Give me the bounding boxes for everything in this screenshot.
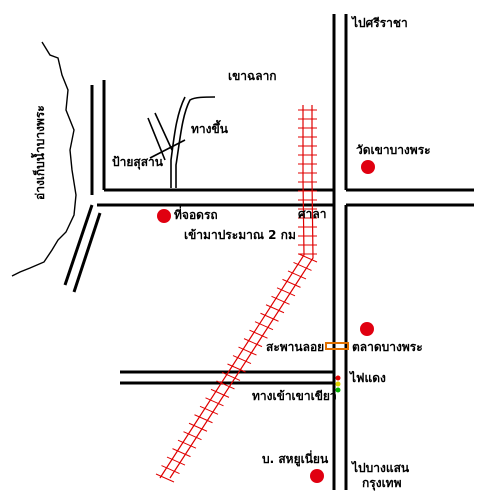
label-distance: เข้ามาประมาณ 2 กม [184,228,296,242]
traffic-light-yellow [335,381,341,387]
railway-tie [265,304,285,314]
railway-tie [216,380,235,390]
railway-tie [199,405,219,415]
railway-tie [188,422,208,432]
sign-pointer [149,139,186,159]
railway-tie [293,262,312,271]
traffic-light-red [335,375,341,381]
railway-tie [227,363,246,373]
railway-tie [260,312,279,322]
label-wat: วัดเขาบางพระ [356,143,431,157]
railway-tie [243,338,263,348]
reservoir-road-2 [72,212,102,293]
railway-tie [210,388,230,398]
landmark-market [360,322,374,336]
railway-tie [221,372,241,381]
railway-tie [183,431,202,441]
railway-tie [282,278,301,288]
cemetery-path [147,112,173,161]
label-market: ตลาดบางพระ [352,340,423,354]
label-uphill-path: ทางขึ้น [191,122,228,136]
label-traffic-light: ไฟแดง [350,371,386,385]
label-sala: ศาลา [298,207,327,221]
uphill-path [175,96,216,188]
label-reservoir: อ่างเก็บน้ำบางพระ [33,105,47,200]
railway-tie [172,448,191,458]
railway-rail [169,105,314,479]
railway-tie [249,329,268,339]
railway-tie [166,456,186,466]
railway-tie [155,473,175,483]
label-khao-lak: เขาฉลาก [228,69,277,83]
label-khao-khiao-road: ทางเข้าเขาเขียว [252,389,337,403]
reservoir-road-1 [63,204,94,286]
landmark-bus-station [310,469,324,483]
pedestrian-bridge [325,342,349,350]
railway-tie [298,253,318,263]
reservoir-shoreline [11,41,77,277]
label-bridge: สะพานลอย [266,340,325,354]
railway-tie [194,414,213,424]
label-to-bang-saen: ไปบางแสน [352,461,410,475]
railway-tie [238,346,257,356]
railway-tie [271,295,290,305]
uphill-path-inner [170,96,186,188]
landmark-parking [157,209,171,223]
railway-rail [159,105,305,479]
railway-tie [232,355,252,364]
landmark-wat [361,160,375,174]
traffic-light-green [335,387,341,393]
railway-tie [161,465,180,474]
railway-tie [205,397,224,407]
label-parking: ที่จอดรถ [174,208,218,222]
railway-tie [287,270,307,280]
railway [155,105,318,483]
railway-tie [177,439,197,449]
label-to-sriracha: ไปศรีราชา [352,16,408,30]
label-cemetery-sign: ป้ายสุสาน [112,155,163,169]
label-bangkok: กรุงเทพ [362,476,402,490]
railway-tie [254,321,274,331]
label-bus-station: บ. สหยูเนี่ยน [262,452,329,466]
railway-tie [276,287,296,297]
